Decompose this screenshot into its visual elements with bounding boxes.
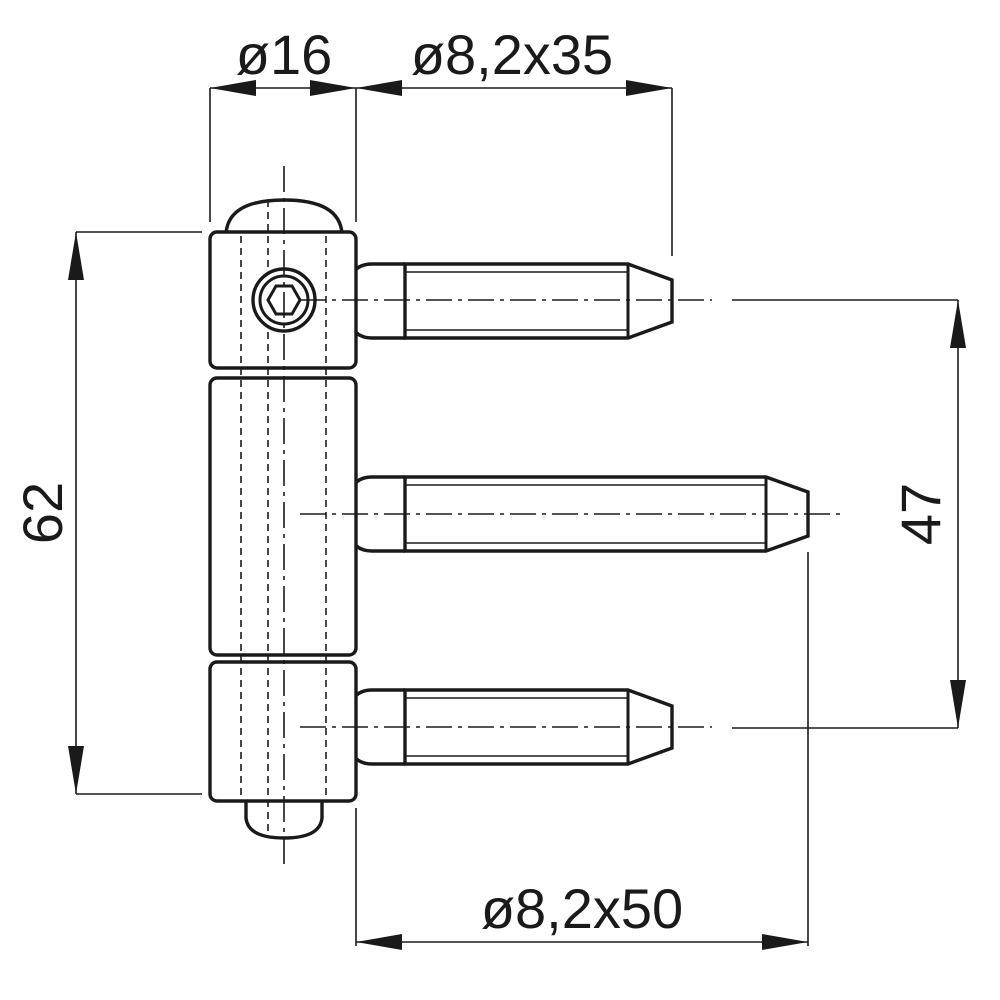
label-lower-pin: ø8,2x50: [481, 877, 683, 940]
label-overall-height: 62: [11, 482, 74, 544]
label-barrel-diameter: ø16: [236, 23, 333, 86]
dimension-upper-pin: ø8,2x35: [356, 23, 673, 256]
dimension-overall-height: 62: [11, 231, 202, 795]
arrowhead: [950, 300, 966, 348]
upper-pin: [344, 262, 674, 340]
arrowhead: [356, 80, 402, 96]
barrel-segment-middle: [208, 376, 358, 657]
arrowhead: [68, 232, 84, 280]
label-pin-spacing: 47: [889, 483, 952, 545]
arrowhead: [950, 680, 966, 728]
dimension-pin-spacing: 47: [732, 299, 966, 729]
dimension-lower-pin: ø8,2x50: [355, 552, 809, 950]
dimension-barrel-diameter: ø16: [209, 23, 357, 222]
hex-socket-icon: [266, 284, 302, 316]
barrel-segment-bottom: [208, 660, 358, 803]
upper-pin-shank: [403, 262, 674, 340]
arrowhead: [356, 934, 402, 950]
arrowhead: [310, 80, 356, 96]
arrowhead: [762, 934, 808, 950]
label-upper-pin: ø8,2x35: [411, 23, 613, 86]
arrowhead: [626, 80, 672, 96]
arrowhead: [210, 80, 256, 96]
arrowhead: [68, 746, 84, 794]
hinge-barrel: [208, 166, 358, 870]
